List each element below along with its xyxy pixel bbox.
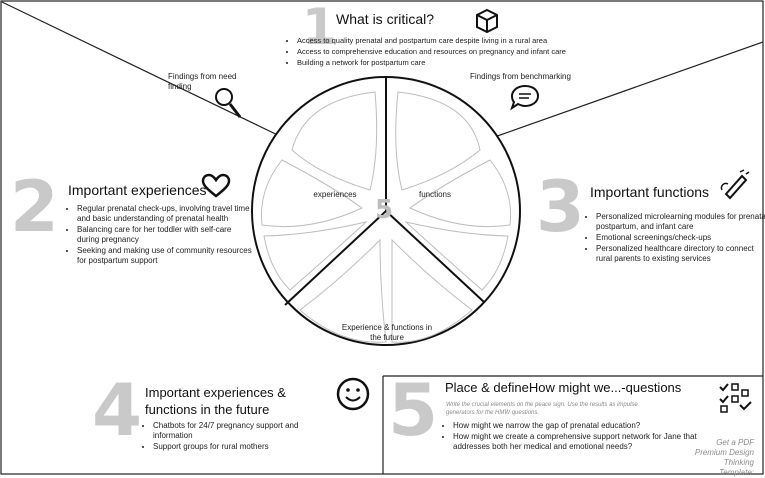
promo-text: Get a PDF Premium Design Thinking Templa… (694, 438, 754, 477)
section-3-title: Important functions (590, 184, 710, 200)
list-item: How might we narrow the gap of prenatal … (453, 421, 725, 431)
heart-icon (201, 173, 231, 198)
wheel-divider-left (284, 210, 387, 306)
section-5-number: 5 (388, 368, 439, 452)
section-4-title: Important experiences & functions in the… (145, 385, 286, 417)
list-item: Access to quality prenatal and postpartu… (297, 36, 627, 46)
checklist-icon (719, 383, 752, 413)
magnifier-icon (215, 88, 242, 118)
list-item: Access to comprehensive education and re… (297, 47, 627, 57)
benchmarking-label: Findings from benchmarking (470, 72, 571, 81)
section-3-list: Personalized microlearning modules for p… (585, 212, 765, 265)
section-5-title: Place & defineHow might we...-questions (445, 380, 682, 395)
wheel-divider-right (385, 210, 485, 303)
section-1-number: 1 (302, 0, 337, 56)
wheel-label-functions: functions (418, 190, 452, 199)
list-item: Seeking and making use of community reso… (77, 246, 255, 266)
list-item: Building a network for postpartum care (297, 58, 627, 68)
smiley-icon (336, 377, 370, 411)
list-item: Support groups for rural mothers (153, 442, 331, 452)
wheel-label-future: Experience & functions in the future (341, 323, 433, 342)
section-2-title: Important experiences (68, 182, 207, 198)
section-1-title: What is critical? (336, 11, 435, 27)
wheel-label-experiences: experiences (313, 190, 357, 199)
list-item: Chatbots for 24/7 pregnancy support and … (153, 421, 331, 441)
pen-icon (720, 169, 750, 200)
list-item: Regular prenatal check-ups, involving tr… (77, 204, 255, 224)
list-item: Emotional screenings/check-ups (596, 233, 765, 243)
need-finding-label: Findings from need finding (168, 72, 237, 91)
section-4-number: 4 (92, 368, 143, 452)
section-1-list: Access to quality prenatal and postpartu… (286, 36, 627, 69)
section-5-list: How might we narrow the gap of prenatal … (442, 421, 725, 453)
section-2-number: 2 (10, 166, 59, 248)
section-4-list: Chatbots for 24/7 pregnancy support and … (142, 421, 331, 453)
list-item: How might we create a comprehensive supp… (453, 432, 725, 452)
list-item: Personalized healthcare directory to con… (596, 244, 765, 264)
wheel-segments (260, 91, 512, 343)
list-item: Balancing care for her toddler with self… (77, 225, 255, 245)
box-icon (476, 8, 498, 34)
section-2-list: Regular prenatal check-ups, involving tr… (66, 204, 255, 267)
list-item: Personalized microlearning modules for p… (596, 212, 765, 232)
wheel-center-number: 5 (375, 195, 394, 225)
section-5-note: Write the crucial elements on the peace … (446, 402, 638, 416)
speech-bubble-icon (510, 84, 540, 110)
section-3-number: 3 (536, 166, 585, 248)
